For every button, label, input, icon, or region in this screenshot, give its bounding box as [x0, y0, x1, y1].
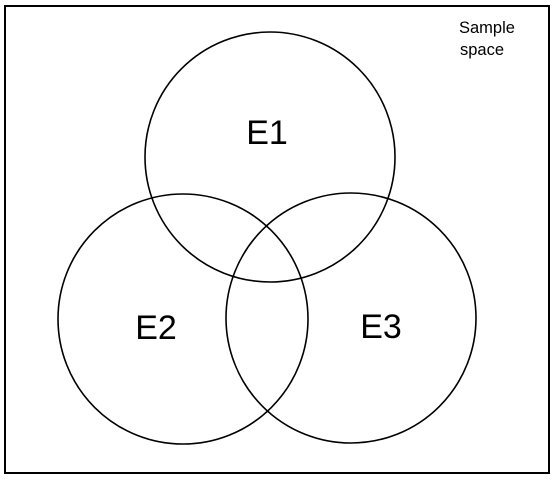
sample-space-boundary — [4, 5, 550, 474]
set-e2-circle — [57, 193, 309, 445]
set-e1-label: E1 — [246, 114, 288, 152]
sample-space-label-line2: space — [460, 41, 504, 59]
set-e2-label: E2 — [135, 309, 177, 347]
set-e3-circle — [225, 192, 477, 444]
set-e1-circle — [144, 31, 396, 283]
set-e3-label: E3 — [360, 308, 402, 346]
sample-space-label-line1: Sample — [459, 19, 515, 37]
